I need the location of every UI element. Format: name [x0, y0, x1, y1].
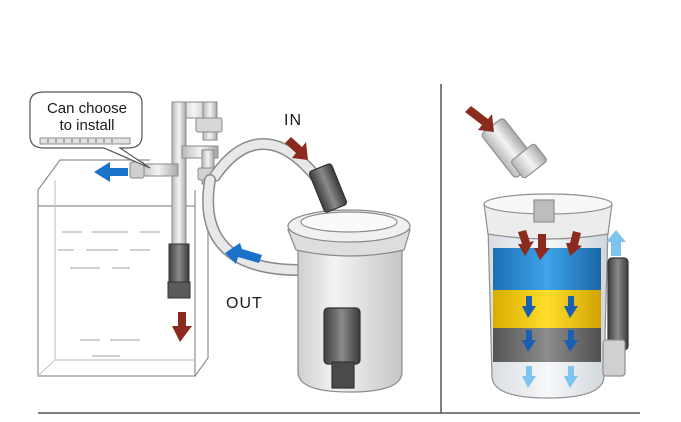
filter-layer-gray — [493, 328, 601, 362]
install-bubble-line1: Can choose — [46, 100, 128, 117]
aquarium-tank — [37, 159, 209, 377]
out-label: OUT — [226, 295, 263, 312]
blue-arrow-icon — [522, 296, 578, 352]
install-bubble — [29, 91, 151, 169]
filter-cutaway — [481, 118, 629, 399]
install-bubble-text: Can choose to install — [32, 100, 142, 134]
blue-arrow-icon — [94, 162, 262, 264]
in-label: IN — [284, 112, 302, 129]
filter-layer-yellow — [493, 290, 601, 328]
red-arrow-icon — [172, 106, 582, 342]
filter-layer-blue — [493, 248, 601, 290]
external-canister — [287, 163, 411, 393]
install-bubble-line2: to install — [59, 117, 115, 134]
blue-arrow-icon — [522, 230, 626, 388]
water-lines — [58, 231, 160, 357]
